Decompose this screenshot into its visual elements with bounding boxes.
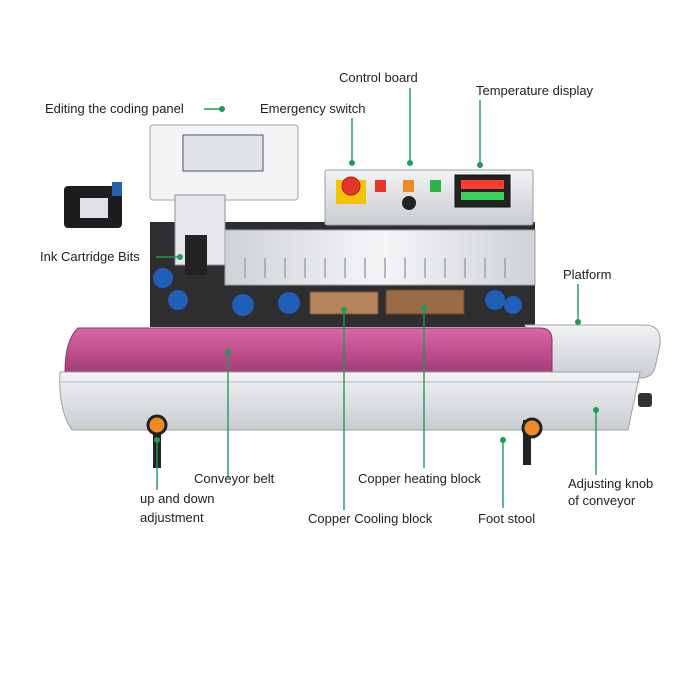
label-editing-panel: Editing the coding panel [45, 101, 184, 116]
platform-plate [524, 324, 661, 379]
emergency-switch-button [341, 176, 361, 196]
temperature-display-screen [461, 180, 504, 189]
label-ink-cartridge: Ink Cartridge Bits [40, 249, 140, 264]
conveyor-frame [59, 371, 641, 431]
label-emergency-switch: Emergency switch [260, 101, 366, 116]
roller-2 [168, 290, 188, 310]
up-down-knob-left [146, 414, 168, 436]
roller-3 [232, 294, 254, 316]
label-up-down-2: adjustment [140, 510, 204, 525]
label-up-down-1: up and down [140, 491, 215, 506]
label-copper-cooling: Copper Cooling block [308, 511, 433, 526]
coding-panel-screen [182, 134, 264, 172]
label-conveyor-belt: Conveyor belt [194, 471, 275, 486]
control-button-red [375, 180, 386, 192]
conveyor-belt-surface [64, 327, 553, 373]
control-knob [402, 196, 416, 210]
control-button-green [430, 180, 441, 192]
leg-right [523, 420, 531, 465]
label-foot-stool: Foot stool [478, 511, 536, 526]
ink-cartridge-bit [185, 235, 207, 275]
roller-5 [485, 290, 505, 310]
ink-cartridge-clip [112, 182, 122, 196]
label-adjusting-knob-2: of conveyor [568, 493, 636, 508]
sealing-machine-illustration [59, 124, 661, 468]
sealing-head-cover [224, 229, 536, 286]
label-platform: Platform [563, 267, 612, 282]
callout-lines [153, 88, 600, 510]
roller-4 [278, 292, 300, 314]
roller-6 [504, 296, 522, 314]
up-down-knob-right [521, 417, 543, 439]
label-control-board: Control board [339, 70, 418, 85]
control-button-orange [403, 180, 414, 192]
label-adjusting-knob-1: Adjusting knob [568, 476, 654, 491]
temperature-display-panel [454, 174, 511, 208]
temperature-display-screen-2 [461, 192, 504, 200]
adjusting-knob [638, 393, 652, 407]
ink-cartridge-label [80, 198, 108, 218]
sealing-head-slots [244, 258, 506, 278]
label-copper-heating: Copper heating block [358, 471, 481, 486]
label-temperature-display: Temperature display [476, 83, 594, 98]
roller-1 [153, 268, 173, 288]
